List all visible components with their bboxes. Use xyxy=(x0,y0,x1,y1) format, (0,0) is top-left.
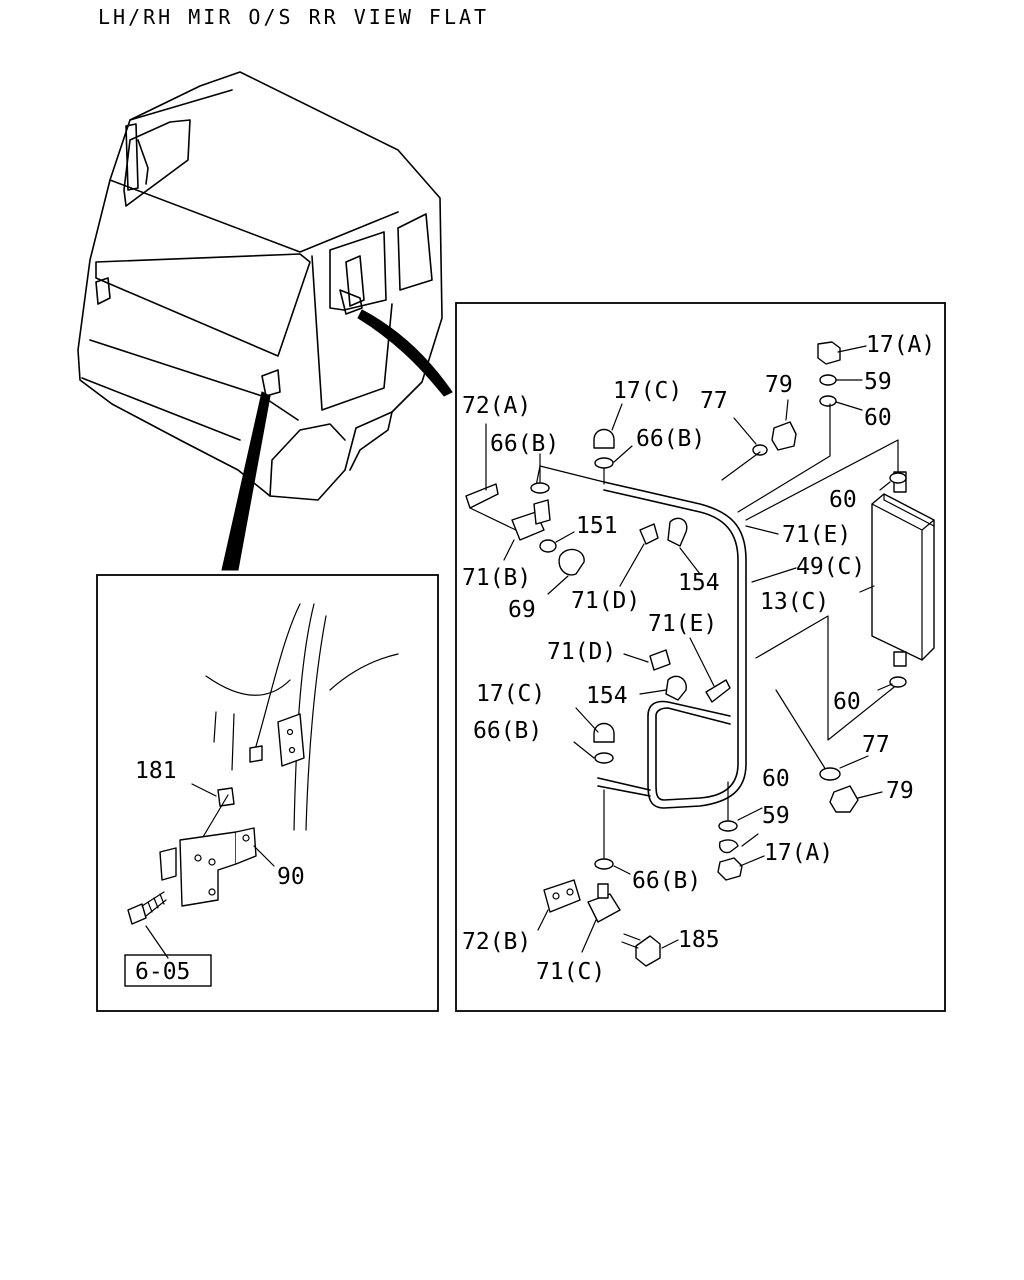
callout-66b-mid: 66(B) xyxy=(473,718,542,744)
callout-59-top: 59 xyxy=(864,369,892,395)
callout-185: 185 xyxy=(678,927,720,953)
callout-77-top: 77 xyxy=(700,388,728,414)
callout-17c-mid: 17(C) xyxy=(476,681,545,707)
detail-box-right xyxy=(455,302,946,1012)
callout-71c: 71(C) xyxy=(536,959,605,985)
callout-59-low: 59 xyxy=(762,803,790,829)
callout-71e-mid: 71(E) xyxy=(648,611,717,637)
callout-13c: 13(C) xyxy=(760,589,829,615)
callout-60-mid: 60 xyxy=(833,689,861,715)
pointer-to-detail-right xyxy=(357,309,453,397)
callout-72a: 72(A) xyxy=(462,393,531,419)
reference-box-6-05 xyxy=(124,954,212,987)
callout-60-top: 60 xyxy=(864,405,892,431)
callout-77-low: 77 xyxy=(862,732,890,758)
callout-79-low: 79 xyxy=(886,778,914,804)
detail-box-left xyxy=(96,574,439,1012)
callout-66b-b: 66(B) xyxy=(636,426,705,452)
callout-49c: 49(C) xyxy=(796,554,865,580)
callout-90: 90 xyxy=(277,864,305,890)
callout-181: 181 xyxy=(135,758,177,784)
callout-71e-top: 71(E) xyxy=(782,522,851,548)
callout-17a-top: 17(A) xyxy=(866,332,935,358)
callout-72b: 72(B) xyxy=(462,929,531,955)
callout-71b: 71(B) xyxy=(462,565,531,591)
callout-66b-a: 66(B) xyxy=(490,431,559,457)
detail-left-illustration xyxy=(127,603,399,959)
callout-66b-low: 66(B) xyxy=(632,868,701,894)
detail-right-illustration xyxy=(465,341,935,967)
callout-151: 151 xyxy=(576,513,618,539)
callout-79-top: 79 xyxy=(765,372,793,398)
callout-154-mid: 154 xyxy=(586,683,628,709)
callout-17c-top: 17(C) xyxy=(613,378,682,404)
callout-154-top: 154 xyxy=(678,570,720,596)
callout-60-right: 60 xyxy=(829,487,857,513)
pointer-to-detail-left xyxy=(221,391,271,571)
callout-69: 69 xyxy=(508,597,536,623)
diagram-title: LH/RH MIR O/S RR VIEW FLAT xyxy=(98,5,489,29)
reference-6-05-label: 6-05 xyxy=(135,959,190,985)
callout-71d-top: 71(D) xyxy=(571,588,640,614)
callout-60-low: 60 xyxy=(762,766,790,792)
callout-71d-mid: 71(D) xyxy=(547,639,616,665)
callout-17a-low: 17(A) xyxy=(764,840,833,866)
